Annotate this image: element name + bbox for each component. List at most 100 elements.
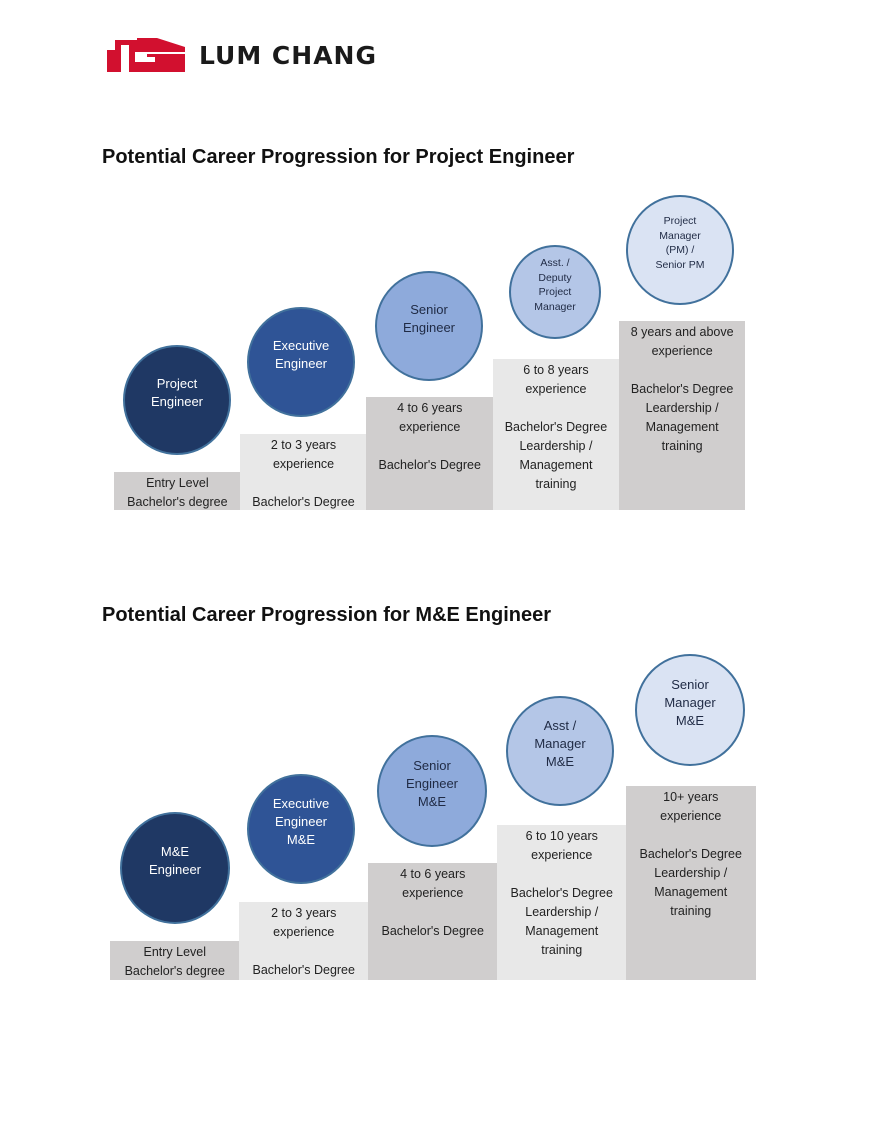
step-detail-text: 10+ years bbox=[663, 790, 719, 804]
role-title-text: Manager bbox=[659, 229, 701, 242]
step-detail-text bbox=[239, 942, 369, 961]
step-detail-text: 4 to 6 years bbox=[397, 401, 463, 415]
step-detail-text: Management bbox=[645, 420, 719, 434]
step-detail-text: experience bbox=[525, 382, 587, 396]
step-detail-text: Leardership / bbox=[645, 401, 719, 415]
role-title-text: Manager bbox=[664, 695, 716, 710]
lum-chang-logo: LUM CHANG bbox=[107, 38, 377, 72]
role-title-text: Engineer bbox=[402, 320, 456, 335]
step-detail-text: Bachelor's Degree bbox=[381, 924, 484, 938]
step-detail-text: Bachelor's Degree bbox=[639, 847, 742, 861]
diagram-title-project-engineer: Potential Career Progression for Project… bbox=[102, 146, 575, 168]
step-detail-text: training bbox=[541, 943, 583, 957]
step-detail-text: 2 to 3 years bbox=[270, 438, 337, 452]
step-detail-text: Leardership / bbox=[654, 866, 728, 880]
step-detail-text: Entry Level bbox=[146, 476, 209, 490]
role-title-text: M&E bbox=[286, 832, 316, 847]
step-detail-text: experience bbox=[273, 925, 335, 939]
role-title-text: Asst. / bbox=[540, 257, 570, 269]
role-title-text: Manager bbox=[534, 300, 576, 313]
role-title-text: (PM) / bbox=[665, 244, 695, 256]
role-title-text: Project bbox=[538, 286, 572, 298]
role-title-text: Engineer bbox=[274, 814, 328, 829]
role-title-text: Engineer bbox=[148, 862, 202, 877]
role-title-text: Engineer bbox=[274, 356, 328, 371]
step-detail-text: 6 to 10 years bbox=[525, 829, 598, 843]
role-title-text: Engineer bbox=[405, 776, 459, 791]
step-detail-text: 4 to 6 years bbox=[400, 867, 466, 881]
step-detail-text: training bbox=[661, 439, 703, 453]
role-title-text: Project bbox=[663, 215, 697, 227]
step-detail-text bbox=[240, 474, 367, 493]
step-detail-text: Bachelor's Degree bbox=[630, 382, 734, 396]
step-detail-text: Bachelor's Degree bbox=[504, 420, 608, 434]
role-title-text: M&E bbox=[160, 844, 190, 859]
step-detail-text: experience bbox=[399, 420, 461, 434]
role-title-text: Senior bbox=[413, 758, 451, 773]
role-title-text: Engineer bbox=[150, 394, 204, 409]
role-title-text: M&E bbox=[417, 794, 447, 809]
step-detail-text bbox=[368, 903, 498, 922]
step-detail-text: Bachelor's Degree bbox=[510, 886, 613, 900]
step-detail-text: experience bbox=[660, 809, 722, 823]
step-detail-text: Management bbox=[525, 924, 599, 938]
role-title-text: M&E bbox=[675, 713, 705, 728]
step-detail-text: experience bbox=[272, 457, 335, 471]
step-detail-text: Leardership / bbox=[519, 439, 593, 453]
logo-text: LUM CHANG bbox=[199, 40, 377, 70]
role-circle-1: M&E Engineer bbox=[120, 812, 230, 924]
step-detail-text: Leardership / bbox=[525, 905, 599, 919]
step-detail-text bbox=[493, 399, 620, 418]
step-detail-text bbox=[626, 826, 756, 845]
step-detail-text: Management bbox=[654, 885, 728, 899]
step-detail-text bbox=[497, 865, 627, 884]
step-detail-text: Bachelor's degree bbox=[127, 495, 228, 509]
step-detail-text: training bbox=[535, 477, 577, 491]
step-detail-text bbox=[366, 437, 493, 456]
step-detail-text: Bachelor's degree bbox=[124, 964, 225, 978]
role-title-text: Executive bbox=[272, 796, 330, 811]
step-detail-text: Entry Level bbox=[143, 945, 207, 959]
step-detail-text: 2 to 3 years bbox=[271, 906, 337, 920]
role-title-text: Senior PM bbox=[655, 258, 705, 271]
step-detail-text: experience bbox=[402, 886, 464, 900]
step-detail-text: Bachelor's Degree bbox=[252, 495, 355, 509]
role-title-text: Senior bbox=[671, 677, 709, 692]
step-detail-text: Management bbox=[519, 458, 593, 472]
step-detail-text: training bbox=[670, 904, 712, 918]
role-title-text: M&E bbox=[545, 754, 575, 769]
diagram-title-me-engineer: Potential Career Progression for M&E Eng… bbox=[102, 604, 551, 626]
step-detail-text: experience bbox=[651, 344, 713, 358]
lum-chang-logo-icon bbox=[107, 38, 185, 72]
role-title-text: Asst / bbox=[543, 718, 577, 733]
step-detail-text: experience bbox=[531, 848, 593, 862]
role-title-text: Project bbox=[156, 376, 198, 391]
step-detail-text: Bachelor's Degree bbox=[252, 963, 355, 977]
step-detail-text: 8 years and above bbox=[630, 325, 734, 339]
role-title-text: Manager bbox=[534, 736, 586, 751]
role-title-text: Deputy bbox=[538, 271, 572, 284]
role-title-text: Senior bbox=[410, 302, 448, 317]
step-detail-text: 6 to 8 years bbox=[523, 363, 589, 377]
step-detail-text: Bachelor's Degree bbox=[378, 458, 481, 472]
